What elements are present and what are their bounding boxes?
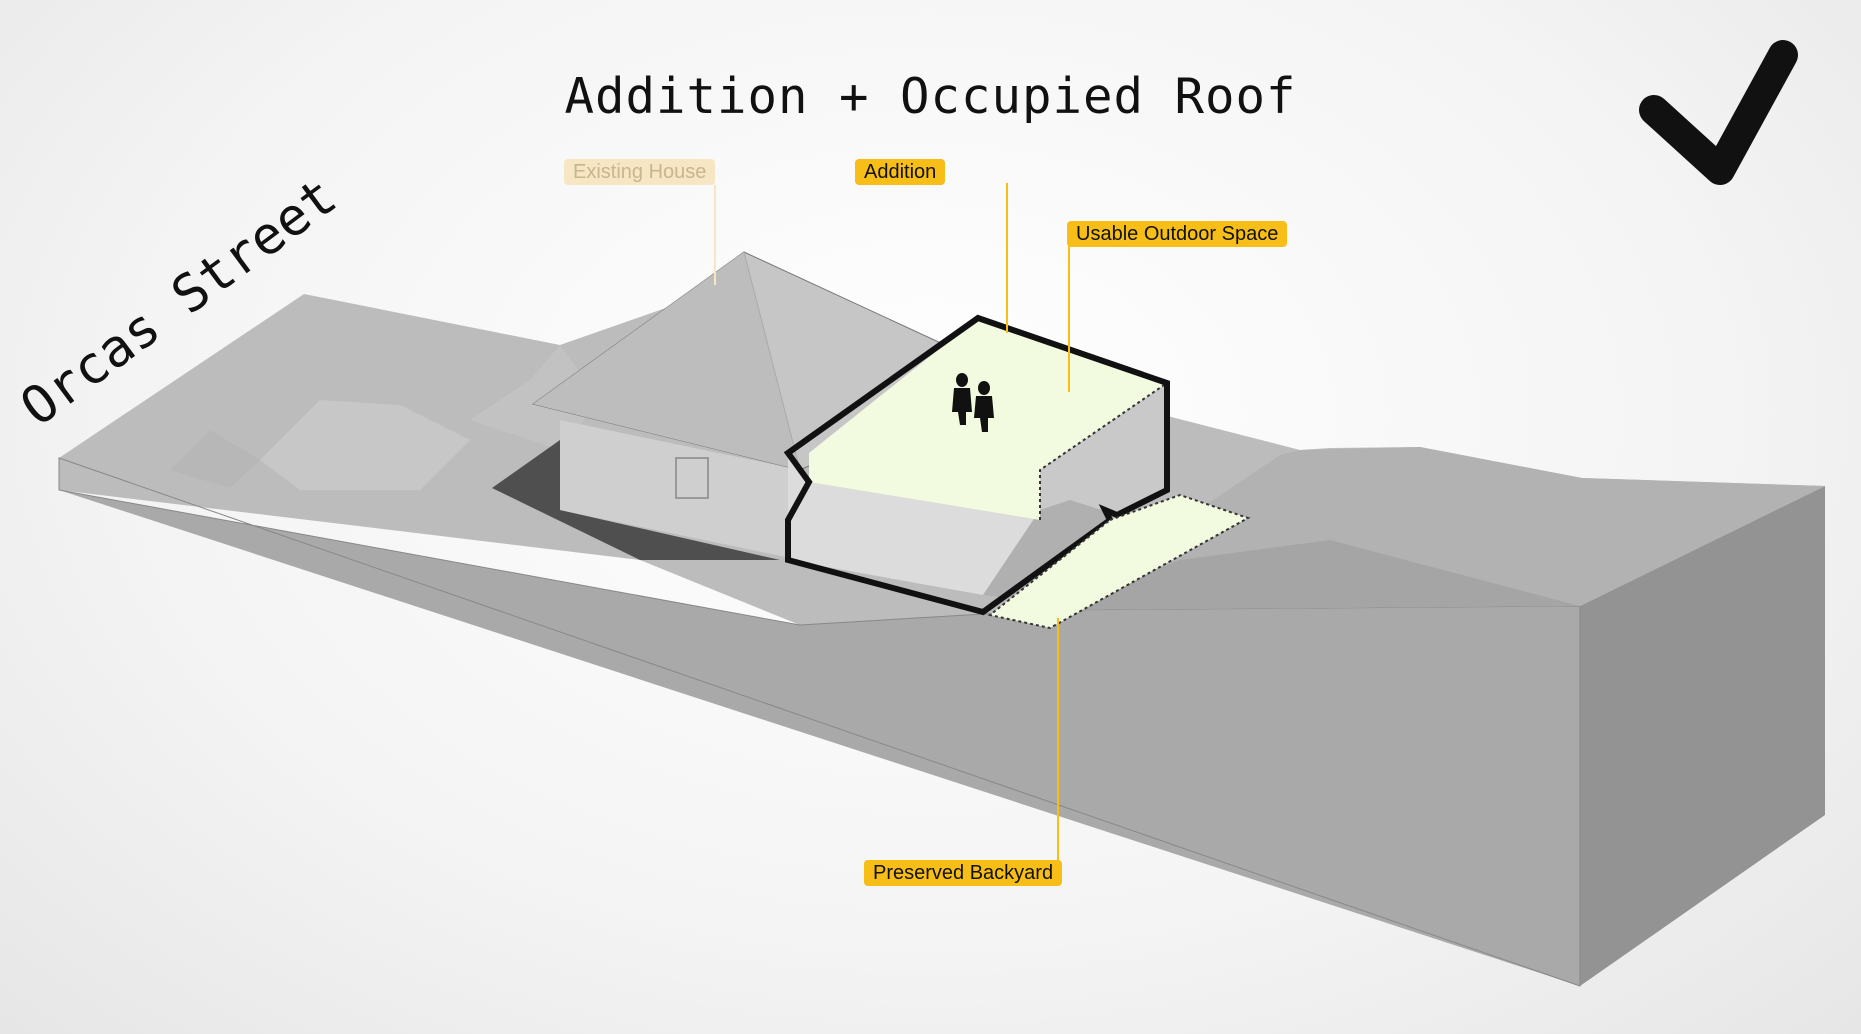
diagram-title: Addition + Occupied Roof	[564, 68, 1297, 125]
terrain-bump	[170, 430, 260, 488]
existing-house-wall	[560, 420, 800, 560]
addition-side-wall	[1040, 383, 1167, 515]
site-end-face	[1580, 486, 1825, 986]
hillside-shade	[1050, 540, 1580, 610]
checkmark-icon	[1639, 40, 1798, 185]
label-preserved-backyard: Preserved Backyard	[864, 860, 1063, 886]
addition-underside	[983, 500, 1117, 600]
label-usable-outdoor-space: Usable Outdoor Space	[1067, 221, 1288, 247]
label-addition: Addition	[855, 159, 946, 185]
existing-house-shadow	[492, 440, 780, 560]
site-front-face	[59, 490, 1580, 986]
existing-house-roof-hip	[533, 252, 800, 470]
label-existing-house: Existing House	[564, 159, 716, 185]
addition-outline	[783, 314, 1170, 616]
roof-deck-edge	[1039, 382, 1168, 520]
addition-front-wall	[788, 453, 1040, 595]
existing-house-window	[675, 457, 709, 499]
preserved-backyard-area	[987, 493, 1251, 630]
people-silhouettes	[952, 373, 994, 432]
terrain-bump	[260, 400, 470, 490]
